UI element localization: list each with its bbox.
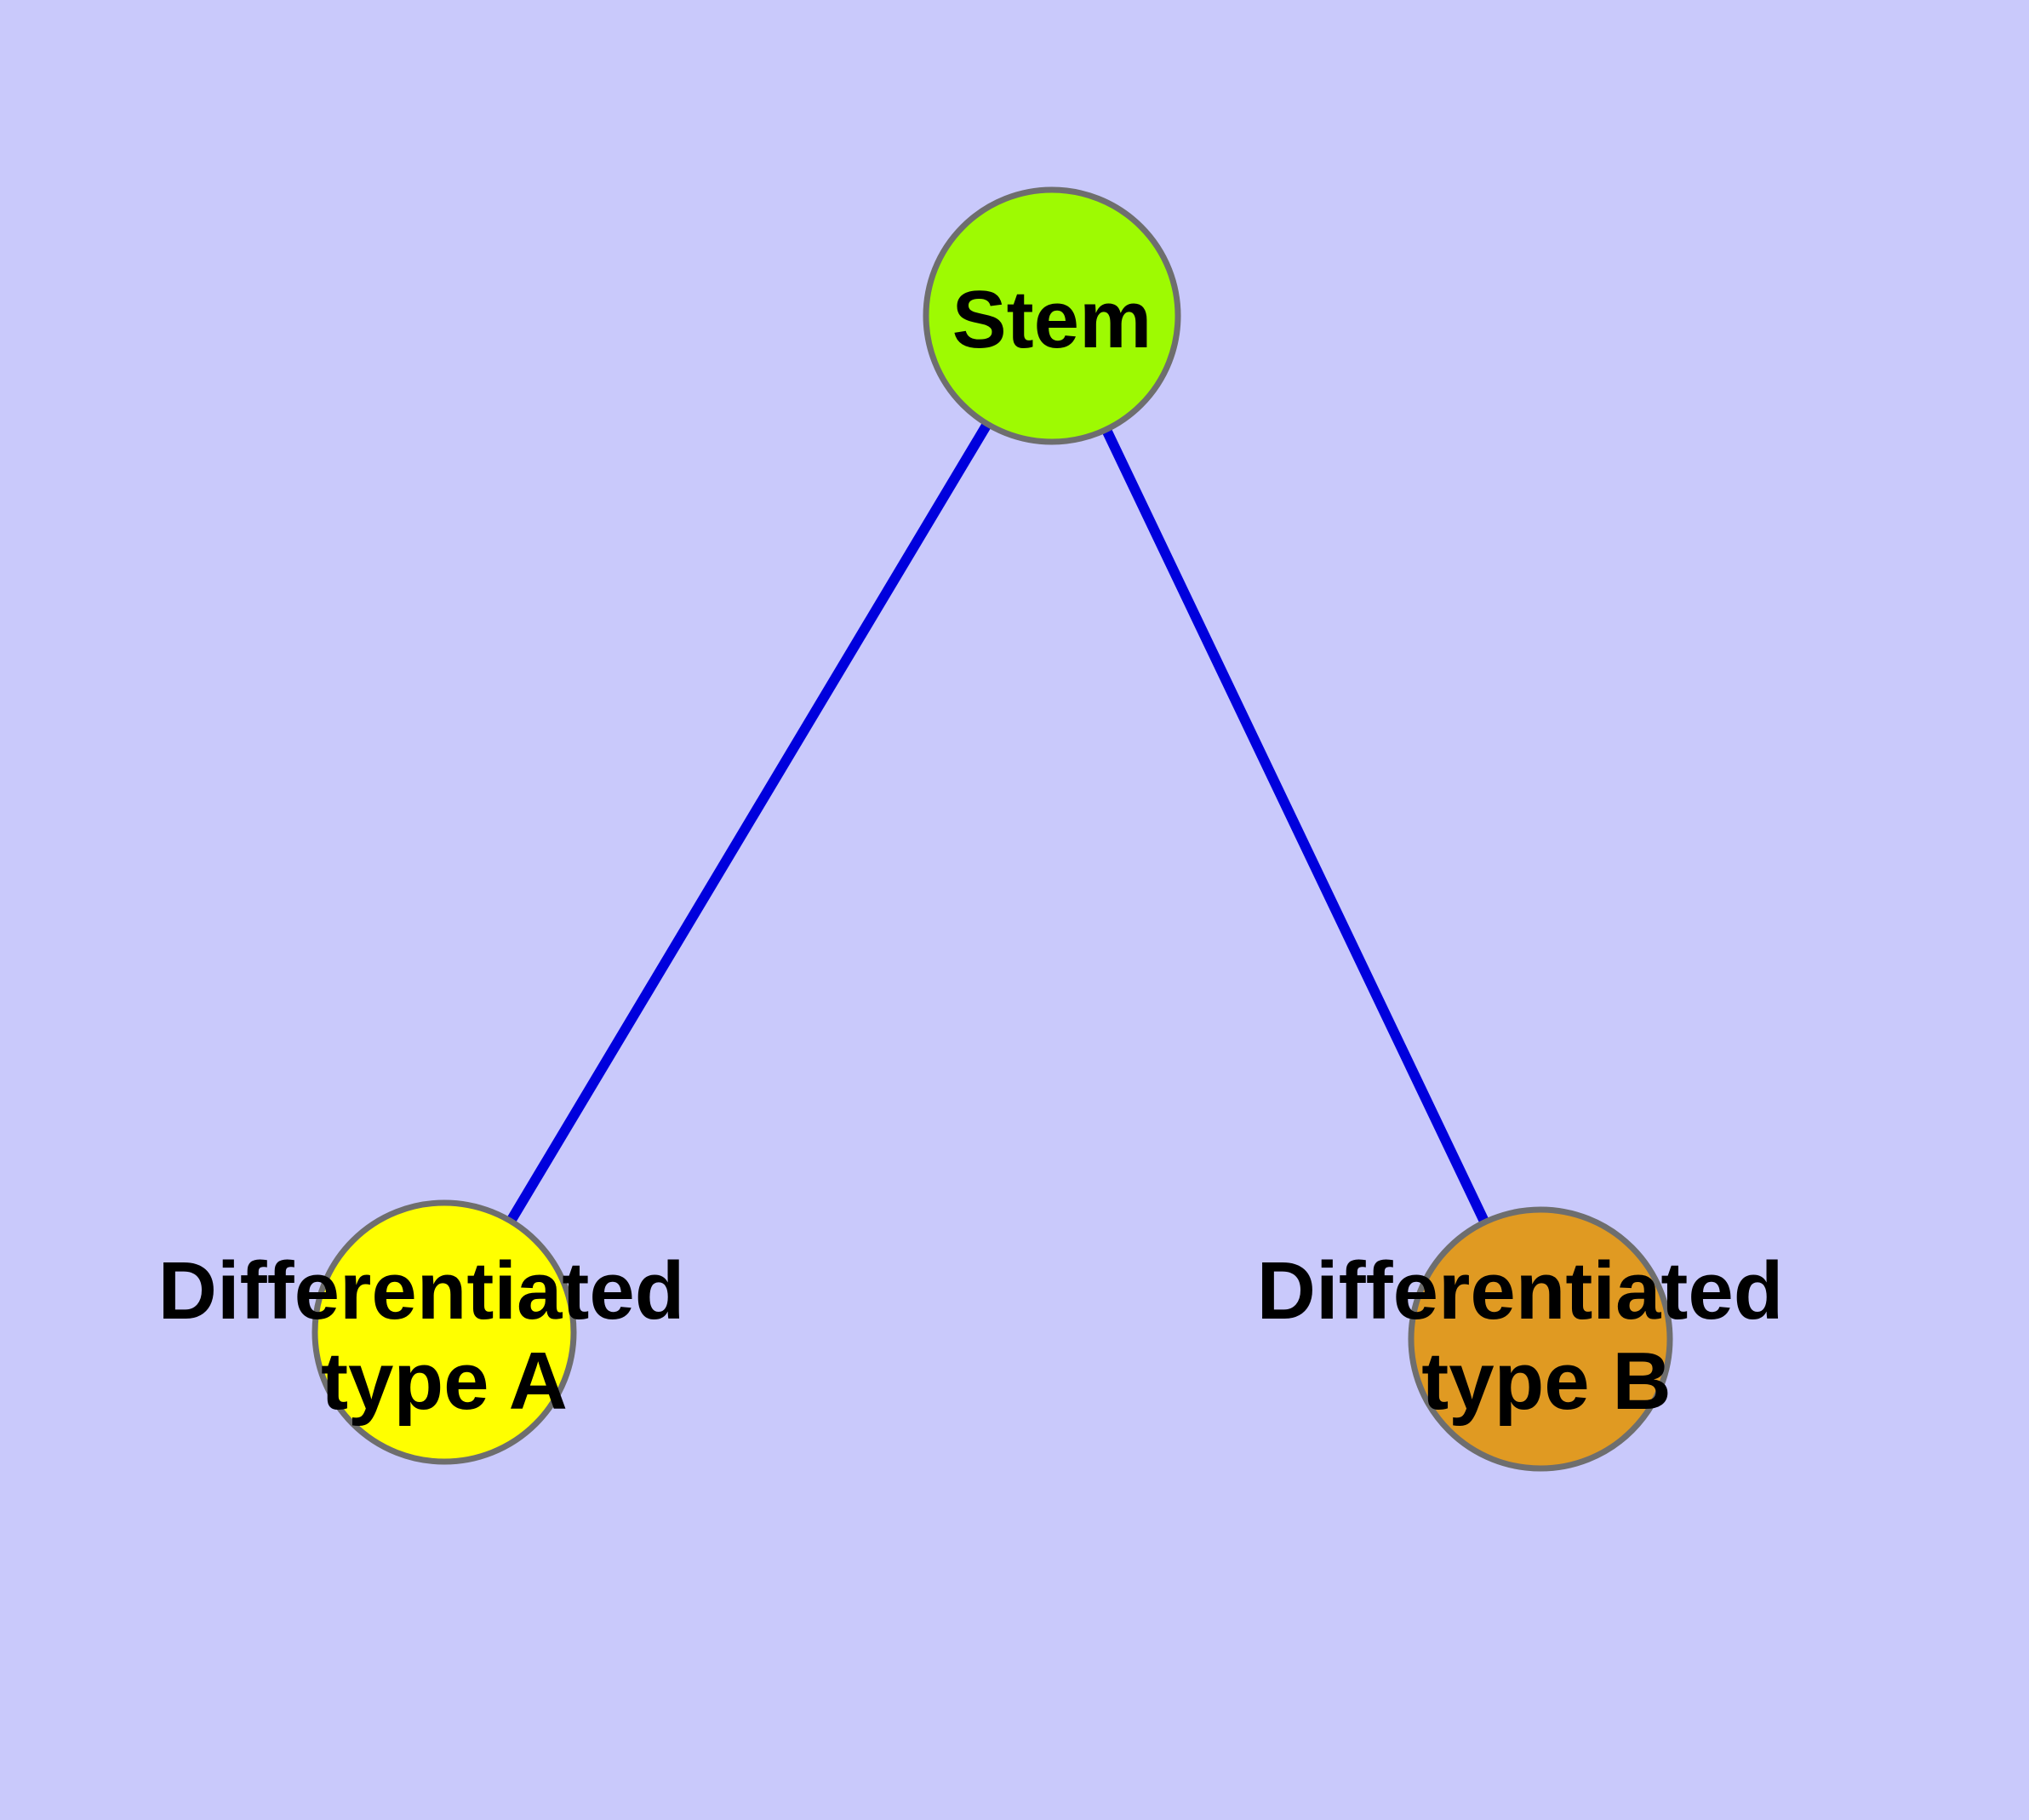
node-differentiated-type-b[interactable] xyxy=(1408,1206,1673,1472)
stem-node-circle[interactable] xyxy=(923,186,1181,445)
edge-stem-to-differentiated-type-a[interactable] xyxy=(439,312,1057,1336)
node-stem[interactable] xyxy=(923,186,1181,445)
differentiated-type-b-node-circle[interactable] xyxy=(1408,1206,1673,1472)
differentiated-type-a-node-circle[interactable] xyxy=(311,1199,577,1465)
differentiated-type-a-label-line2: type A xyxy=(321,1336,568,1427)
differentiated-type-b-label-line1: Differentiated xyxy=(1257,1245,1784,1336)
stem-node-label: Stem xyxy=(952,274,1152,365)
label-layer: Stem Differentiated type A Differentiate… xyxy=(158,274,1784,1427)
node-differentiated-type-a[interactable] xyxy=(311,1199,577,1465)
differentiated-type-a-label-line1: Differentiated xyxy=(158,1245,685,1336)
edge-layer xyxy=(439,312,1546,1342)
edge-stem-to-differentiated-type-b[interactable] xyxy=(1047,313,1546,1342)
node-layer xyxy=(311,186,1673,1472)
differentiated-type-b-label-line2: type B xyxy=(1421,1336,1671,1427)
